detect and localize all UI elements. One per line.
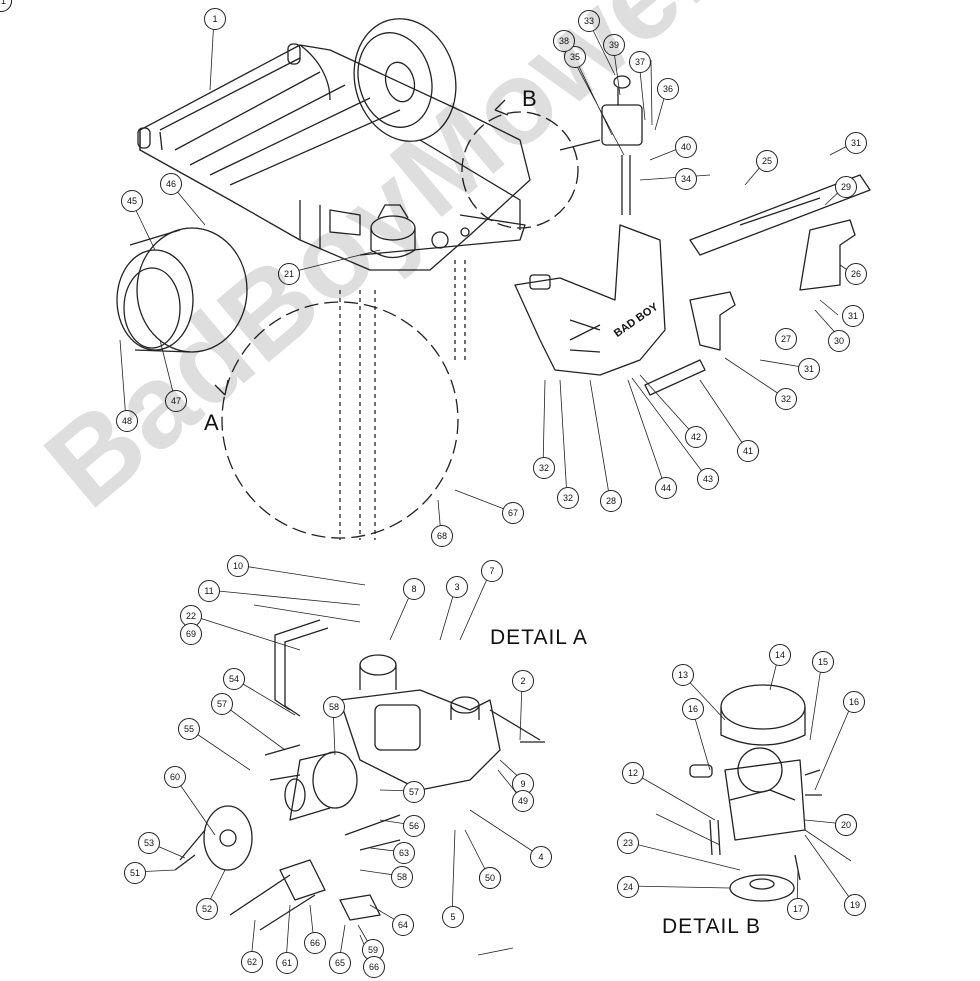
pump-assembly-drawing: [689, 684, 822, 902]
callout-number: 23: [617, 832, 639, 854]
wheel-hub-drawing: [174, 805, 253, 871]
callout-number: 14: [769, 644, 791, 666]
callout-number: 5: [442, 906, 464, 928]
callout-number: 24: [617, 876, 639, 898]
callout-number: 61: [276, 952, 298, 974]
callout-number: 1: [204, 8, 226, 30]
callout-number: 48: [116, 410, 138, 432]
callout-number: 41: [737, 440, 759, 462]
hydraulic-motor-drawing: [284, 751, 358, 821]
engine-drawing: [370, 204, 416, 259]
callout-number: 33: [578, 10, 600, 32]
detail-a-label: DETAIL A: [490, 626, 588, 649]
callout-number: 31: [845, 132, 867, 154]
callout-number: 7: [481, 560, 503, 582]
callout-number: 13: [672, 664, 694, 686]
detail-b-label: DETAIL B: [662, 915, 762, 938]
callout-number: 64: [392, 914, 414, 936]
callout-number: 62: [241, 951, 263, 973]
callout-number: 68: [431, 525, 453, 547]
callout-number: 31: [842, 305, 864, 327]
callout-number: 55: [178, 718, 200, 740]
callout-number: 10: [227, 555, 249, 577]
callout-number: 29: [835, 176, 857, 198]
callout-number: 58: [323, 696, 345, 718]
fuel-tank-drawing: [601, 75, 643, 146]
callout-number: 27: [775, 328, 797, 350]
callout-number: 16: [843, 691, 865, 713]
callout-number: 66: [363, 956, 385, 978]
callout-number: 32: [775, 388, 797, 410]
callout-number: 58: [391, 866, 413, 888]
callout-number: 4: [530, 846, 552, 868]
leader-lines: [119, 17, 856, 967]
callout-number: 8: [403, 578, 425, 600]
callout-number: 63: [393, 842, 415, 864]
callout-number: 65: [329, 952, 351, 974]
hydraulic-hose-drawing: [274, 619, 329, 717]
callout-number: 53: [138, 832, 160, 854]
front-tire-drawing: [116, 227, 248, 353]
callout-number: 47: [165, 390, 187, 412]
callout-number: 11: [198, 580, 220, 602]
callout-number: 66: [304, 932, 326, 954]
callout-number: 20: [835, 814, 857, 836]
transaxle-bracket-drawing: [339, 654, 541, 791]
callout-number: 50: [479, 867, 501, 889]
rear-wheel-drawing: [353, 18, 457, 142]
callout-number: 39: [603, 34, 625, 56]
callout-number: 43: [697, 468, 719, 490]
callout-number: 40: [675, 136, 697, 158]
callout-number: 56: [403, 815, 425, 837]
callout-number: 60: [164, 766, 186, 788]
callout-number: 17: [787, 898, 809, 920]
callout-number: 51: [124, 862, 146, 884]
callout-number: 59: [362, 939, 384, 961]
callout-number: 52: [196, 898, 218, 920]
callout-number: 3: [446, 576, 468, 598]
callout-number: 54: [223, 668, 245, 690]
body-panel-drawing: [514, 224, 666, 376]
callout-number: 15: [812, 651, 834, 673]
callout-number: 19: [844, 894, 866, 916]
bracket-drawing: [644, 219, 856, 396]
callout-number: 34: [675, 168, 697, 190]
detail-b-circle: [461, 111, 579, 229]
callout-number: 42: [685, 426, 707, 448]
callout-number: 57: [403, 781, 425, 803]
callout-number: 31: [798, 358, 820, 380]
callout-number: 26: [845, 263, 867, 285]
callout-number: 44: [655, 477, 677, 499]
detail-b-letter: B: [522, 86, 537, 111]
callout-number: 25: [756, 150, 778, 172]
callout-number: 36: [657, 78, 679, 100]
callout-number: 35: [564, 46, 586, 68]
callout-number: 32: [557, 487, 579, 509]
detail-a-letter: A: [204, 410, 219, 435]
callout-number: 30: [828, 330, 850, 352]
callout-number: 21: [278, 263, 300, 285]
callout-number: 69: [180, 623, 202, 645]
callout-number: 16: [682, 698, 704, 720]
callout-number: 28: [600, 490, 622, 512]
callout-number: 49: [512, 790, 534, 812]
callout-number: 38: [553, 30, 575, 52]
frame-drawing: [137, 43, 531, 271]
callout-number: 2: [512, 670, 534, 692]
callout-number: 57: [211, 693, 233, 715]
callout-number: 32: [533, 457, 555, 479]
callout-number: 45: [121, 190, 143, 212]
callout-number: 46: [160, 173, 182, 195]
callout-number: 12: [622, 762, 644, 784]
hood-drawing: [689, 174, 871, 256]
callout-number: 37: [629, 51, 651, 73]
callout-number: 67: [502, 502, 524, 524]
